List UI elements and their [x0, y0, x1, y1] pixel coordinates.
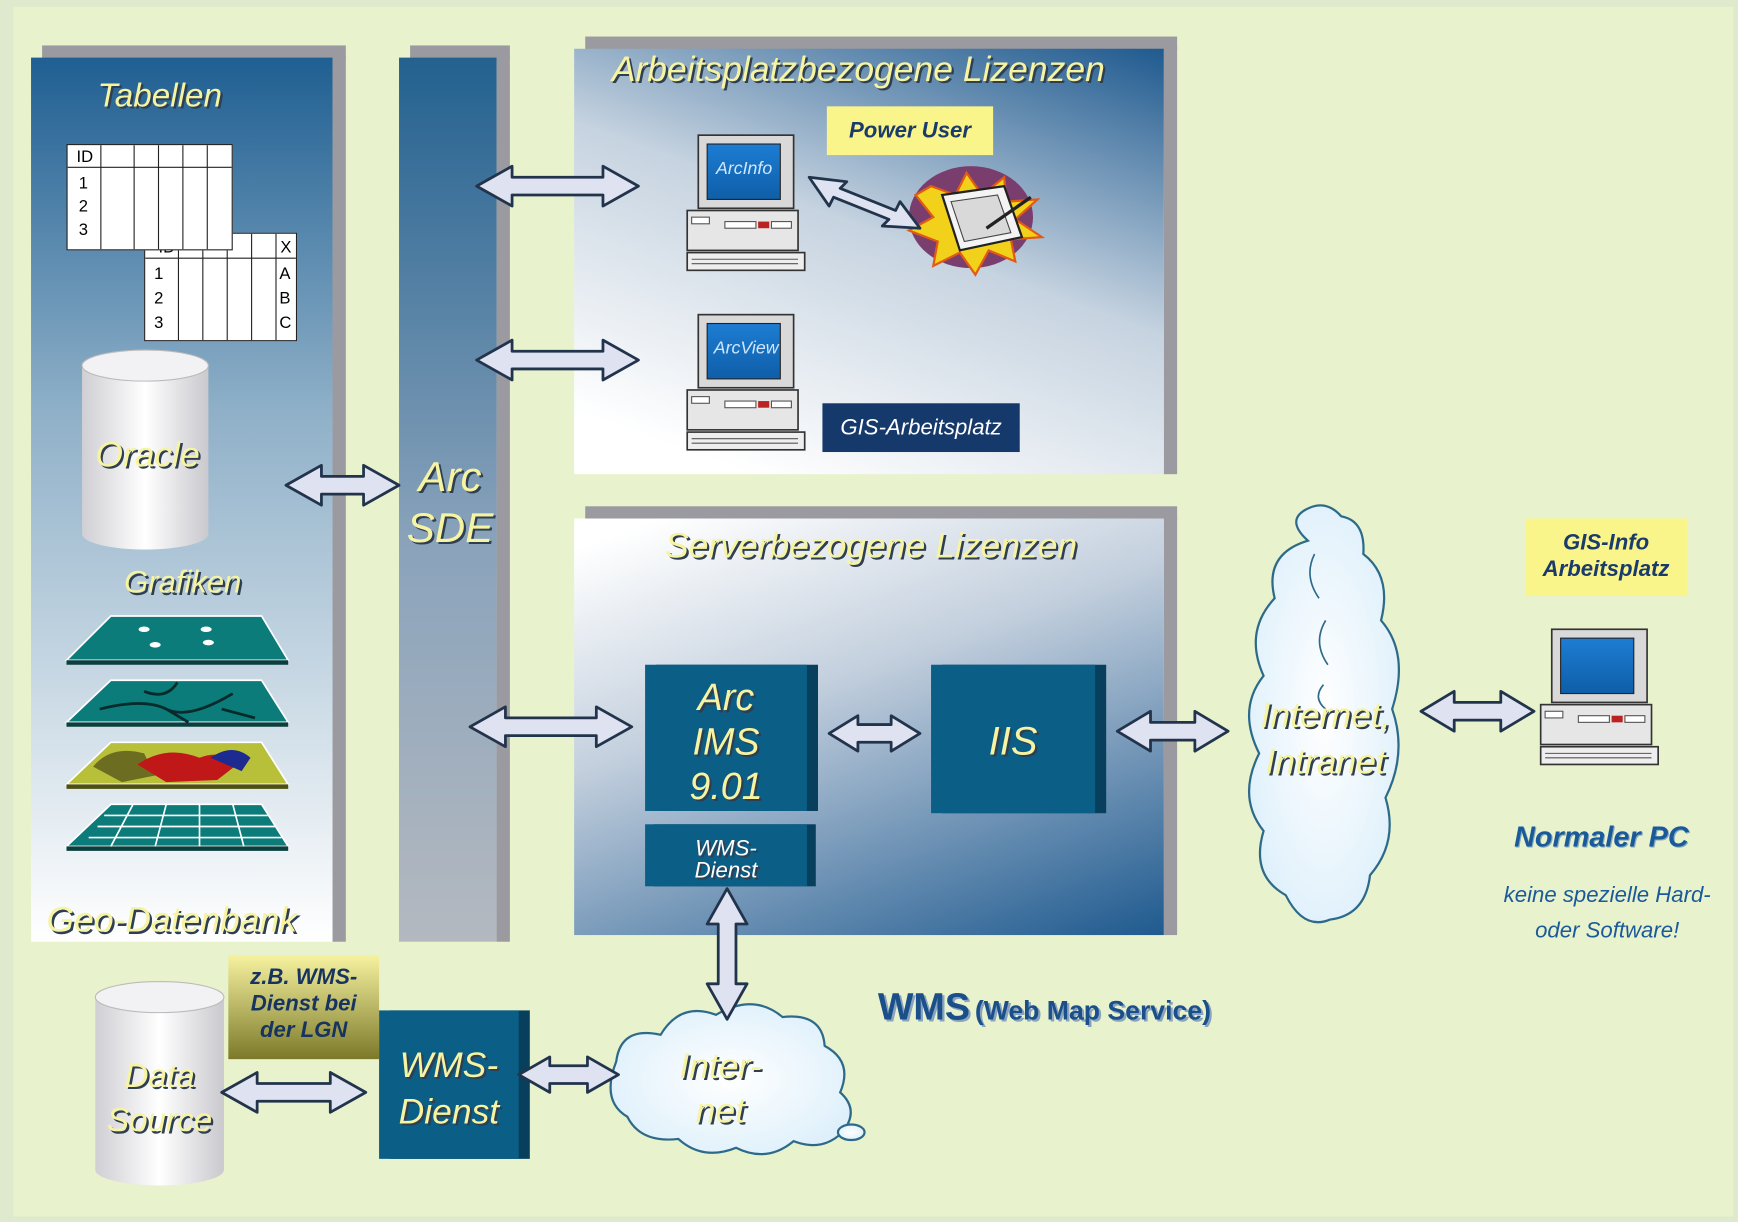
wms-dienst-line-2: Dienst [398, 1091, 500, 1132]
keine-line-2: oder Software! [1535, 918, 1680, 943]
data-source-label: Data Source [93, 1055, 226, 1144]
normal-pc [1539, 628, 1659, 766]
arrow-wms-internet-vertical [705, 887, 749, 1021]
server-panel-top [585, 506, 1178, 520]
arcsde-line-2: SDE [406, 505, 494, 552]
internet-label: Inter- net [665, 1044, 776, 1133]
map-layer-lines [64, 679, 290, 727]
power-user-label: Power User [826, 106, 994, 156]
lgn-label: z.B. WMS- Dienst bei der LGN [228, 955, 380, 1060]
arrow-arcinfo-poweruser [807, 175, 922, 230]
wms-dienst-box [379, 1010, 519, 1159]
data-source-cylinder [94, 981, 225, 1186]
arcinfo-label: ArcInfo [716, 159, 773, 179]
wms-heading-main: WMS [877, 986, 970, 1029]
wms-dienst-label: WMS- Dienst [379, 1041, 519, 1134]
arrow-data-wms [220, 1071, 368, 1114]
arcims-box [645, 664, 807, 811]
arcview-label: ArcView [713, 339, 779, 358]
wms-dienst-small-box [645, 824, 807, 887]
wms-dienst-line-1: WMS- [399, 1044, 499, 1085]
arrow-sde-arcims [468, 705, 634, 749]
arrow-db-sde [284, 463, 401, 507]
arcims-label: Arc IMS 9.01 [645, 676, 807, 809]
wms-heading-sub: (Web Map Service) [974, 996, 1211, 1026]
internet-line-1: Inter- [679, 1045, 762, 1086]
table1-row: 2 [78, 197, 88, 217]
oracle-cylinder [81, 349, 209, 550]
arrow-arcims-iis [827, 714, 922, 753]
normaler-pc-label: Normaler PC [1514, 819, 1689, 854]
table1-row: 3 [78, 220, 88, 240]
arcsde-label: Arc SDE [399, 452, 501, 554]
gis-info-line-2: Arbeitsplatz [1542, 557, 1670, 582]
geo-datenbank-panel-shadow [332, 55, 346, 942]
table1-row: 1 [78, 173, 88, 193]
arcsde-line-1: Arc [418, 454, 482, 501]
arcims-line-1: Arc [697, 676, 755, 720]
iis-label: IIS [988, 717, 1038, 764]
arcsde-column-top [410, 45, 510, 59]
table1-header: ID [76, 147, 94, 167]
arcinfo-pc [686, 134, 806, 272]
keine-spezielle-note: keine spezielle Hard- oder Software! [1474, 877, 1738, 948]
server-title: Serverbezogene Lizenzen [665, 525, 1078, 566]
iis-box [931, 664, 1096, 814]
map-layer-polygons [64, 741, 290, 789]
gis-info-label: GIS-Info Arbeitsplatz [1525, 518, 1687, 597]
wms-heading: WMS (Web Map Service) [878, 986, 1211, 1029]
arrow-sde-arcinfo [475, 164, 640, 208]
arrow-internet-pc [1419, 689, 1536, 733]
map-layer-grid [64, 803, 290, 851]
wms-dienst-small-label: WMS- Dienst [645, 838, 807, 882]
table2-row: 3 [154, 313, 164, 333]
table-1: ID 1 2 3 [66, 144, 233, 251]
lgn-line-2: Dienst bei [250, 991, 357, 1016]
geo-datenbank-panel-top [42, 45, 346, 59]
tabellen-title: Tabellen [97, 77, 223, 115]
arrows [220, 164, 1536, 1114]
internet-intranet-label: Internet, Intranet [1248, 691, 1403, 784]
table2-cell: A [279, 264, 291, 284]
wms-dienst-small-line-2: Dienst [694, 858, 758, 883]
data-source-line-1: Data [124, 1058, 195, 1095]
arrow-wms-cloud [517, 1055, 620, 1094]
arbeitsplatz-title: Arbeitsplatzbezogene Lizenzen [611, 48, 1105, 89]
arbeitsplatz-panel-shadow [1163, 46, 1178, 475]
arcims-line-2: IMS [692, 721, 760, 764]
gis-info-line-1: GIS-Info [1562, 530, 1650, 556]
power-user-burst [906, 166, 1046, 277]
internet-intranet-cloud [1248, 504, 1400, 924]
data-source-line-2: Source [106, 1102, 213, 1139]
internet-line-2: net [695, 1090, 746, 1131]
arbeitsplatz-panel-top [585, 36, 1178, 50]
table2-row: 1 [154, 264, 164, 284]
gis-arbeitsplatz-label: GIS-Arbeitsplatz [822, 403, 1020, 453]
keine-line-1: keine spezielle Hard- [1503, 882, 1711, 908]
table2-cell: B [279, 289, 291, 308]
internet-intranet-line-1: Internet, [1260, 694, 1391, 735]
arcview-pc [686, 313, 806, 451]
oracle-label: Oracle [95, 434, 200, 475]
table2-cell: C [279, 313, 292, 333]
lgn-line-3: der LGN [259, 1018, 348, 1043]
internet-intranet-line-2: Intranet [1265, 741, 1386, 782]
grafiken-label: Grafiken [124, 565, 242, 600]
lgn-line-1: z.B. WMS- [250, 964, 358, 990]
internet-cloud [609, 1003, 866, 1156]
arrow-iis-internet [1115, 709, 1230, 753]
arcims-line-3: 9.01 [689, 765, 763, 808]
table2-row: 2 [154, 289, 164, 308]
map-layer-points [64, 615, 290, 665]
arrow-sde-arcview [475, 338, 640, 382]
geo-datenbank-label: Geo-Datenbank [46, 899, 297, 940]
table2-header-right: X [280, 238, 292, 258]
arcsde-column [399, 57, 497, 942]
wms-dienst-small-line-1: WMS- [695, 836, 757, 861]
